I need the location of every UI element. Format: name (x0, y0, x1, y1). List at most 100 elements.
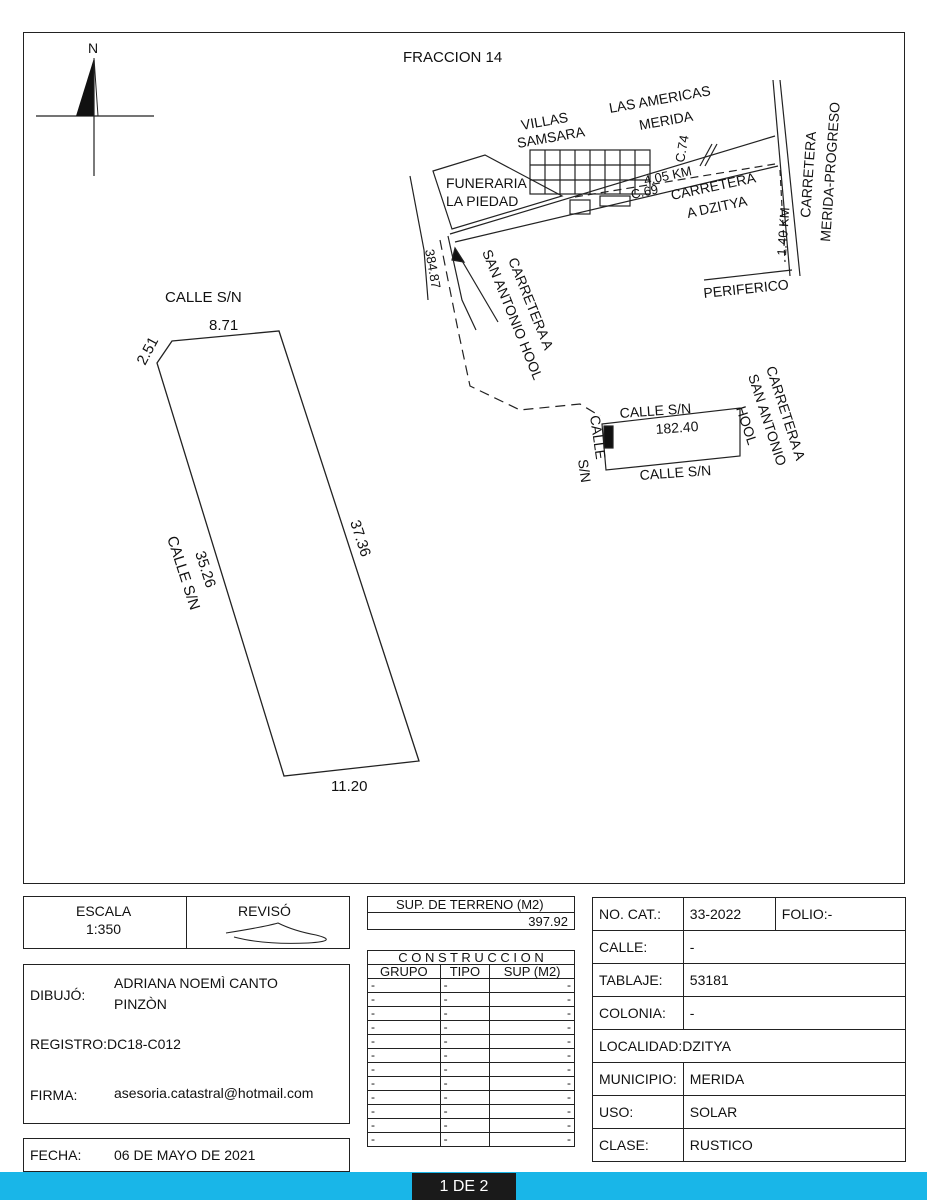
construccion-cell: - (439, 1090, 491, 1105)
municipio-value: MERIDA (682, 1062, 907, 1096)
dibujo-box: DIBUJÓ: ADRIANA NOEMÌ CANTO PINZÒN REGIS… (23, 964, 350, 1124)
catastro-table: NO. CAT.: 33-2022 FOLIO:- CALLE:- TABLAJ… (592, 897, 907, 1162)
construccion-rows: ------------------------------------ (367, 978, 575, 1147)
d38487-label: 384.87 (422, 248, 444, 290)
americas-label-2: MERIDA (638, 108, 695, 133)
construccion-cell: - (439, 1118, 491, 1133)
plan-frame (23, 32, 905, 884)
construccion-cell: - (489, 1104, 575, 1119)
reviso-label: REVISÓ (238, 903, 291, 919)
construccion-cell: - (489, 1020, 575, 1035)
colonia-value: - (682, 996, 907, 1030)
fecha-box: FECHA: 06 DE MAYO DE 2021 (23, 1138, 350, 1172)
progreso-label-1: CARRETERA (797, 130, 819, 218)
calle-label: CALLE: (592, 930, 684, 964)
construccion-cell: - (367, 978, 441, 993)
construccion-cell: - (367, 1034, 441, 1049)
km140-label: 1.40 KM (774, 207, 792, 256)
construccion-row: --- (367, 1048, 575, 1063)
registro-value: REGISTRO:DC18-C012 (30, 1036, 181, 1052)
localidad-value: LOCALIDAD:DZITYA (592, 1029, 906, 1063)
c74-label: C.74 (672, 134, 692, 164)
uso-value: SOLAR (682, 1095, 907, 1129)
dim-bottom: 11.20 (331, 778, 367, 795)
clase-label: CLASE: (592, 1128, 684, 1162)
construccion-cell: - (489, 1062, 575, 1077)
construccion-cell: - (439, 1006, 491, 1021)
construccion-row: --- (367, 992, 575, 1007)
construccion-row: --- (367, 1118, 575, 1133)
construccion-cell: - (367, 1048, 441, 1063)
construccion-row: --- (367, 1006, 575, 1021)
construccion-cell: - (439, 1076, 491, 1091)
signature-icon (225, 922, 327, 944)
construccion-cell: - (489, 1118, 575, 1133)
construccion-cell: - (439, 1062, 491, 1077)
location-map (409, 79, 801, 471)
dim-top: 8.71 (209, 317, 238, 334)
superficie-box: SUP. DE TERRENO (M2) 397.92 (367, 896, 575, 930)
construccion-row: --- (367, 1090, 575, 1105)
construccion-row: --- (367, 978, 575, 993)
header-grupo: GRUPO (367, 964, 441, 979)
street-left-label: CALLE S/N (163, 534, 203, 612)
periferico-label: PERIFERICO (703, 276, 790, 301)
construccion-cell: - (439, 1048, 491, 1063)
funeraria-label-2: LA PIEDAD (446, 193, 518, 209)
construccion-cell: - (367, 1076, 441, 1091)
firma-label: FIRMA: (30, 1087, 78, 1103)
funeraria-label-1: FUNERARIA (446, 175, 528, 191)
construccion-cell: - (367, 992, 441, 1007)
construccion-cell: - (489, 1132, 575, 1147)
construccion-cell: - (489, 1034, 575, 1049)
escala-value: 1:350 (86, 921, 122, 937)
construccion-cell: - (367, 1020, 441, 1035)
page-indicator[interactable]: 1 DE 2 (412, 1173, 516, 1200)
calle-bottom-label: CALLE S/N (639, 462, 712, 483)
construccion-cell: - (439, 1034, 491, 1049)
tablaje-label: TABLAJE: (592, 963, 684, 997)
colonia-label: COLONIA: (592, 996, 684, 1030)
construccion-row: --- (367, 1034, 575, 1049)
dibujo-label: DIBUJÓ: (30, 987, 86, 1003)
north-label: N (88, 40, 98, 56)
construccion-row: --- (367, 1132, 575, 1147)
construccion-cell: - (489, 1076, 575, 1091)
construccion-cell: - (367, 1006, 441, 1021)
construccion-row: --- (367, 1062, 575, 1077)
progreso-label-2: MERIDA-PROGRESO (817, 101, 843, 242)
construccion-cell: - (367, 1062, 441, 1077)
calle-top-label: CALLE S/N (619, 400, 692, 421)
construccion-cell: - (367, 1090, 441, 1105)
construccion-cell: - (439, 1020, 491, 1035)
superficie-value: 397.92 (528, 914, 568, 929)
firma-value[interactable]: asesoria.catastral@hotmail.com (114, 1085, 314, 1101)
calle-value: - (682, 930, 907, 964)
construccion-cell: - (367, 1118, 441, 1133)
construccion-cell: - (489, 1006, 575, 1021)
dist-18240-label: 182.40 (655, 418, 699, 437)
header-sup: SUP (M2) (489, 964, 575, 979)
dibujo-name-1: ADRIANA NOEMÌ CANTO (114, 975, 278, 991)
construccion-table: C O N S T R U C C I O N GRUPO TIPO SUP (… (367, 950, 575, 1147)
escala-label: ESCALA (76, 903, 132, 919)
nocat-label: NO. CAT.: (592, 897, 684, 931)
construccion-row: --- (367, 1076, 575, 1091)
fecha-value: 06 DE MAYO DE 2021 (114, 1147, 256, 1163)
municipio-label: MUNICIPIO: (592, 1062, 684, 1096)
construccion-cell: - (439, 1104, 491, 1119)
construccion-cell: - (489, 1090, 575, 1105)
street-top-label: CALLE S/N (165, 289, 242, 306)
construccion-cell: - (367, 1104, 441, 1119)
construccion-row: --- (367, 1104, 575, 1119)
construccion-cell: - (489, 992, 575, 1007)
construccion-cell: - (489, 1048, 575, 1063)
nocat-value: 33-2022 (682, 897, 776, 931)
construccion-cell: - (439, 992, 491, 1007)
construccion-cell: - (439, 978, 491, 993)
clase-value: RUSTICO (682, 1128, 907, 1162)
americas-label-1: LAS AMERICAS (608, 82, 712, 116)
folio-value: FOLIO:- (774, 897, 907, 931)
uso-label: USO: (592, 1095, 684, 1129)
dim-corner: 2.51 (134, 334, 163, 368)
